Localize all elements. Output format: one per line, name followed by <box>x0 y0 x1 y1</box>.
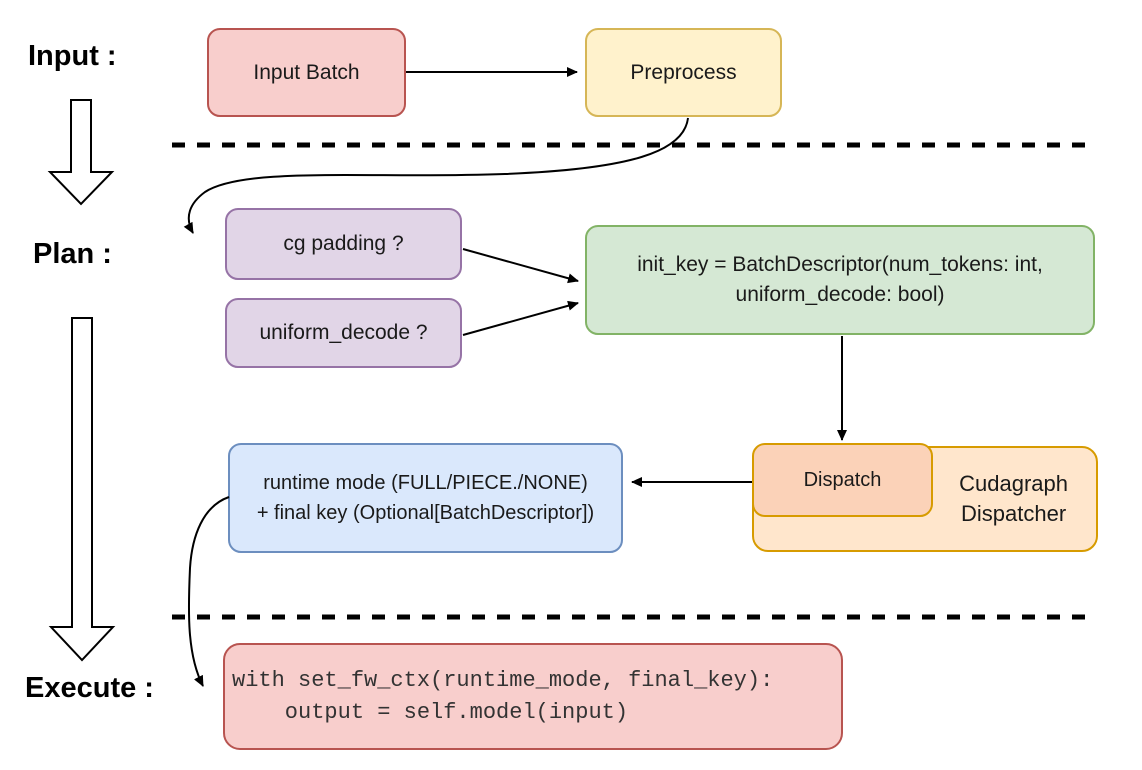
node-preprocess: Preprocess <box>585 28 782 117</box>
input-to-plan-arrow-icon <box>47 99 115 206</box>
node-execute-code: with set_fw_ctx(runtime_mode, final_key)… <box>223 643 843 750</box>
node-runtime-mode-line1: runtime mode (FULL/PIECE./NONE) <box>263 472 588 494</box>
node-input-batch-label: Input Batch <box>253 60 360 84</box>
stage-label-input: Input : <box>28 40 117 72</box>
node-input-batch: Input Batch <box>207 28 406 117</box>
node-execute-code-line1: with set_fw_ctx(runtime_mode, final_key)… <box>232 667 774 693</box>
plan-to-execute-arrow-icon <box>48 317 116 662</box>
node-uniform-decode: uniform_decode ? <box>225 298 462 368</box>
arrow-uniformdecode-to-initkey <box>462 300 579 336</box>
node-cg-padding: cg padding ? <box>225 208 462 280</box>
node-cudagraph-dispatcher-line1: Cudagraph <box>959 471 1068 496</box>
arrow-cgpadding-to-initkey <box>462 248 579 284</box>
node-execute-code-line2: output = self.model(input) <box>232 699 629 725</box>
node-runtime-mode: runtime mode (FULL/PIECE./NONE) + final … <box>228 443 623 553</box>
node-cudagraph-dispatcher-line2: Dispatcher <box>960 501 1067 526</box>
node-init-key-line1: init_key = BatchDescriptor(num_tokens: i… <box>637 253 1043 276</box>
node-init-key: init_key = BatchDescriptor(num_tokens: i… <box>585 225 1095 335</box>
node-cg-padding-label: cg padding ? <box>283 232 404 255</box>
node-runtime-mode-line2: + final key (Optional[BatchDescriptor]) <box>256 502 595 524</box>
node-uniform-decode-label: uniform_decode ? <box>259 321 428 344</box>
node-init-key-line2: uniform_decode: bool) <box>735 283 945 306</box>
node-dispatch-label: Dispatch <box>803 469 882 491</box>
node-dispatch: Dispatch <box>752 443 933 517</box>
stage-label-plan: Plan : <box>33 238 112 270</box>
stage-label-execute: Execute : <box>25 672 154 704</box>
node-preprocess-label: Preprocess <box>630 60 737 84</box>
